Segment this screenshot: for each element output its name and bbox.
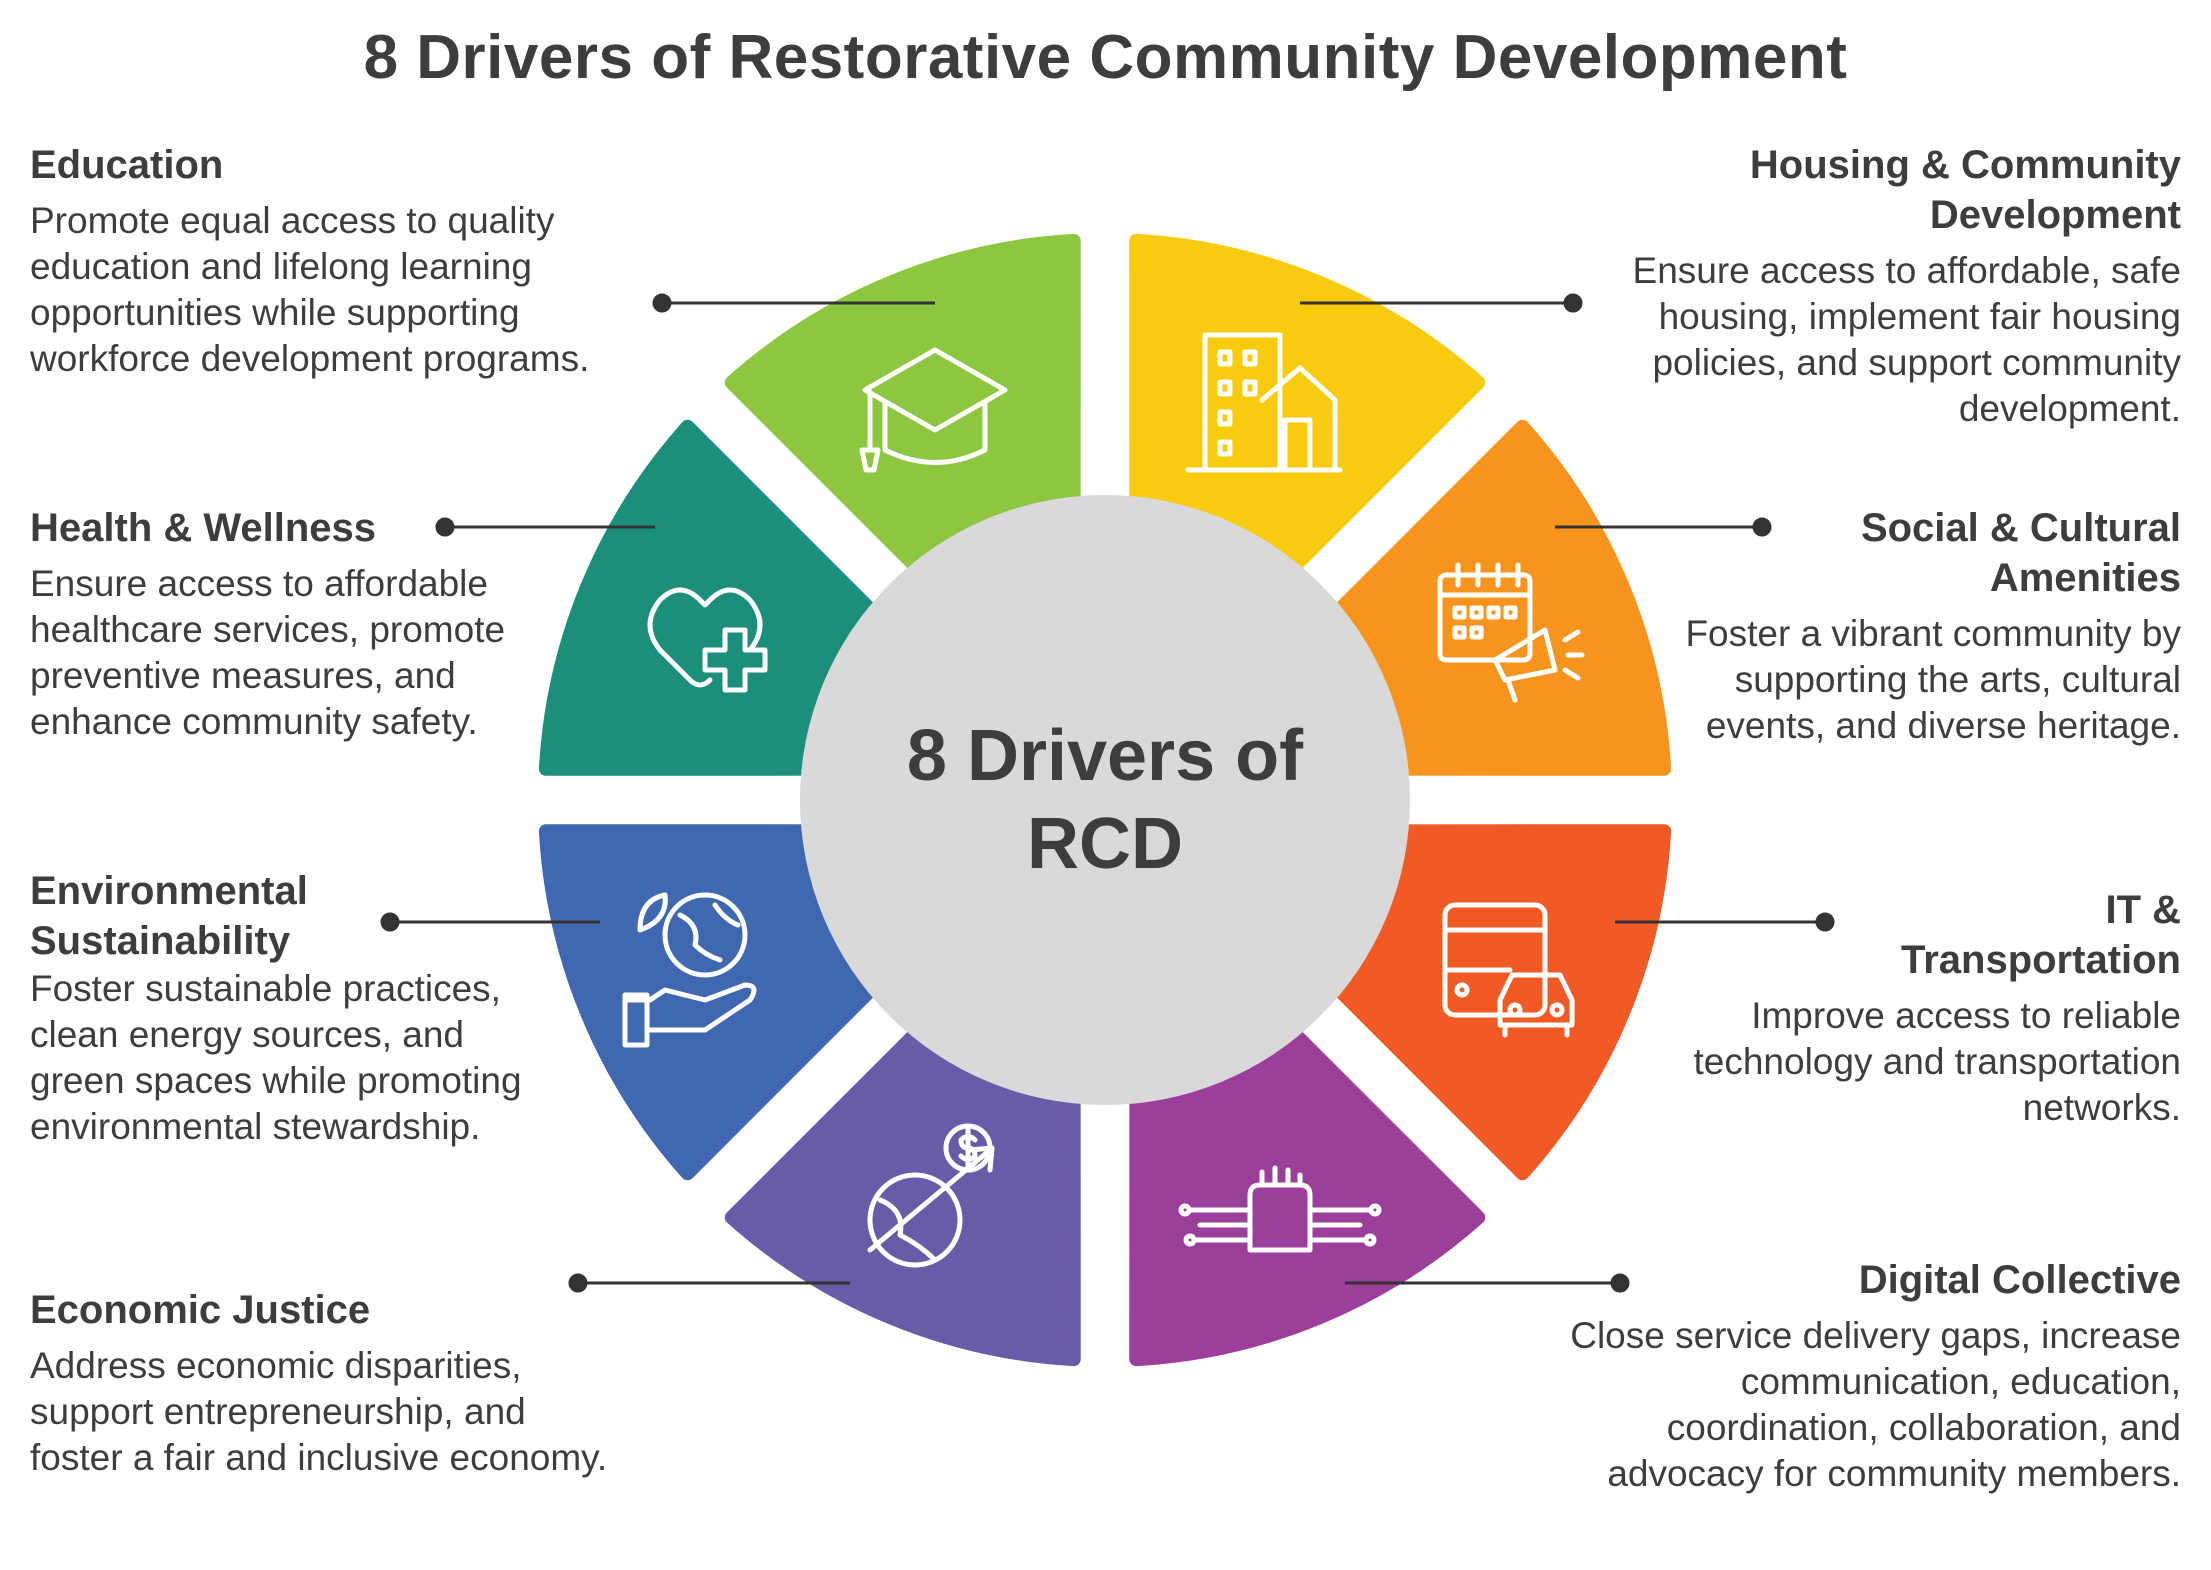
digital-hand-icon	[1178, 1165, 1382, 1253]
page-title: 8 Drivers of Restorative Community Devel…	[363, 23, 1848, 92]
driver-it-transportation: IT & Transportation Improve access to re…	[1621, 885, 2181, 1131]
driver-title: IT & Transportation	[1900, 888, 2181, 982]
calendar-megaphone-icon	[1437, 562, 1585, 703]
driver-health-wellness: Health & Wellness Ensure access to affor…	[30, 503, 570, 745]
connector-dot	[652, 293, 672, 313]
center-label-line2: RCD	[1027, 804, 1183, 884]
driver-digital-collective: Digital Collective Close service deliver…	[1561, 1255, 2181, 1497]
driver-title: Health & Wellness	[30, 506, 377, 550]
connector-dot	[568, 1273, 588, 1293]
center-label-line1: 8 Drivers of	[907, 716, 1304, 796]
connector-dot	[1815, 912, 1835, 932]
heart-plus-icon	[647, 587, 768, 693]
driver-title: Environmental Sustainability	[30, 869, 308, 963]
driver-description: Ensure access to affordable, safe housin…	[1632, 250, 2181, 429]
graduation-cap-icon	[859, 347, 1008, 473]
building-house-icon	[1185, 332, 1343, 473]
center-hub	[800, 495, 1410, 1105]
driver-description: Ensure access to affordable healthcare s…	[30, 563, 506, 742]
connector-dot	[380, 912, 400, 932]
driver-description: Promote equal access to quality educatio…	[30, 200, 590, 379]
connector-dot	[1752, 517, 1772, 537]
driver-title: Education	[30, 143, 224, 187]
driver-description: Foster sustainable practices, clean ener…	[30, 968, 522, 1147]
connector-dot	[1563, 293, 1583, 313]
driver-description: Address economic disparities, support en…	[30, 1345, 608, 1478]
driver-social-cultural-amenities: Social & Cultural Amenities Foster a vib…	[1651, 503, 2181, 749]
globe-dollar-growth-icon	[867, 1123, 995, 1268]
connector-dot	[1610, 1273, 1630, 1293]
driver-title: Economic Justice	[30, 1288, 371, 1332]
driver-economic-justice: Economic Justice Address economic dispar…	[30, 1285, 620, 1481]
driver-title: Housing & Community Development	[1749, 143, 2181, 237]
driver-environmental-sustainability: Environmental Sustainability Foster sust…	[30, 866, 530, 1150]
earth-hand-leaf-icon	[622, 892, 757, 1048]
driver-description: Foster a vibrant community by supporting…	[1685, 613, 2181, 746]
bus-car-icon	[1442, 902, 1575, 1038]
driver-title: Social & Cultural Amenities	[1860, 506, 2181, 600]
connector-dot	[435, 517, 455, 537]
driver-title: Digital Collective	[1858, 1258, 2181, 1302]
driver-education: Education Promote equal access to qualit…	[30, 140, 620, 382]
driver-description: Close service delivery gaps, increase co…	[1570, 1315, 2181, 1494]
driver-housing-community-development: Housing & Community Development Ensure a…	[1621, 140, 2181, 432]
driver-description: Improve access to reliable technology an…	[1693, 995, 2181, 1128]
